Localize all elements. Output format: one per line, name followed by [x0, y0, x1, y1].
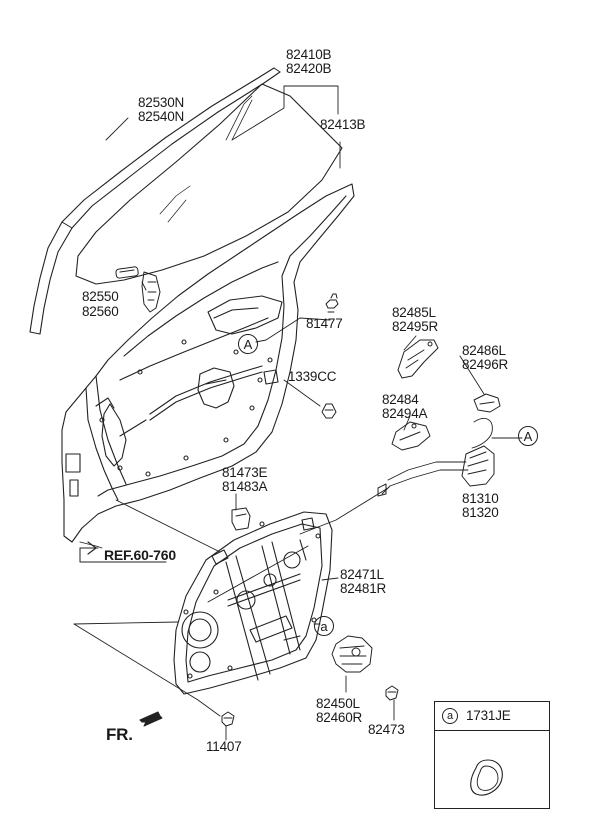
part-label: 82420B	[286, 61, 332, 76]
part-label: 82473	[368, 722, 405, 737]
grommet-1731JE	[470, 759, 503, 796]
regulator-panel	[173, 511, 333, 695]
door-latch-81310	[377, 418, 495, 497]
callout-lower-a: a	[314, 616, 334, 636]
glass-clip	[115, 266, 161, 313]
legend-part-label: 1731JE	[466, 708, 511, 723]
door-frame	[61, 183, 355, 543]
inner-handle-82484	[391, 421, 431, 451]
part-label: 82484	[382, 392, 419, 407]
part-label: 81320	[462, 505, 499, 520]
door-glass	[75, 83, 343, 285]
legend-callout-a: a	[442, 708, 458, 724]
callout-lower-A: A	[518, 426, 538, 446]
latch-cable-82486	[473, 393, 501, 413]
part-label: 82450L	[316, 696, 360, 711]
bolt-81477	[325, 293, 339, 313]
ref-label: REF.60-760	[104, 547, 176, 563]
part-label: 82530N	[138, 95, 185, 110]
regulator-motor	[331, 635, 373, 673]
part-label: 82486L	[462, 343, 506, 358]
part-label: 82560	[82, 304, 119, 319]
part-label: 82460R	[316, 710, 363, 725]
part-label: 82550	[82, 289, 119, 304]
part-label: 82496R	[462, 357, 509, 372]
part-label: 82410B	[286, 47, 332, 62]
glass-run-channel	[29, 67, 281, 335]
latch-bracket-82485	[397, 339, 439, 379]
fr-arrow	[139, 711, 163, 727]
part-label: 82481R	[340, 581, 387, 596]
direction-label: FR.	[106, 725, 133, 744]
ref-arrow	[79, 541, 167, 563]
legend-divider	[434, 730, 550, 731]
clip-81473E	[231, 507, 251, 531]
callout-upper-A: A	[238, 334, 258, 354]
bolt-11407	[221, 711, 235, 727]
part-label: 82495R	[392, 319, 439, 334]
leader-lines	[73, 85, 523, 741]
part-label: 82540N	[138, 109, 185, 124]
part-label: 82485L	[392, 305, 436, 320]
part-label: 82494A	[382, 406, 428, 421]
bolt-82473	[385, 685, 399, 701]
part-label: 82413B	[320, 117, 366, 132]
grommet-1339CC	[321, 403, 337, 419]
part-label: 11407	[206, 739, 242, 754]
part-label: 81473E	[222, 465, 268, 480]
part-label: 82471L	[340, 567, 384, 582]
part-label: 81310	[462, 491, 499, 506]
part-label: 81477	[306, 316, 343, 331]
part-label: 81483A	[222, 479, 268, 494]
legend-box	[434, 701, 550, 809]
part-label: 1339CC	[288, 369, 337, 384]
